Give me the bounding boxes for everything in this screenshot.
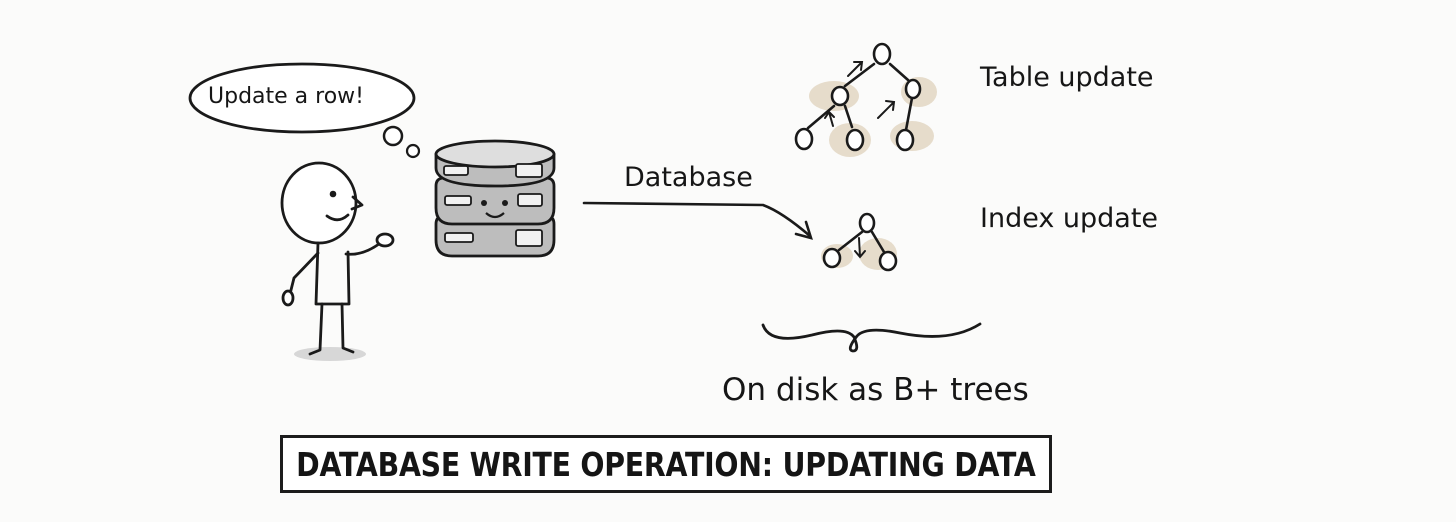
database-server-icon [434,139,556,258]
index-btree-icon [821,212,898,272]
curly-brace-icon [761,322,982,353]
curved-arrow-icon [582,201,813,240]
person-icon [280,161,395,361]
storage-label: On disk as B+ trees [722,372,1029,408]
speech-bubble-text: Update a row! [208,84,364,109]
database-label: Database [624,162,753,193]
index-update-label: Index update [980,203,1159,234]
title-banner: DATABASE WRITE OPERATION: UPDATING DATA [280,435,1052,493]
speech-bubble [188,62,421,159]
table-btree-icon [794,42,937,157]
table-update-label: Table update [980,62,1154,93]
diagram-title: DATABASE WRITE OPERATION: UPDATING DATA [296,444,1036,484]
